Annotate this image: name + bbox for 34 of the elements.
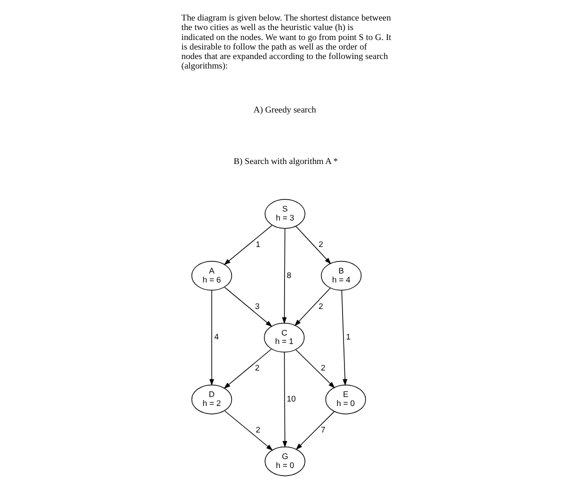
node-ellipse: C h = 1 — [263, 322, 304, 352]
node-ellipse: G h = 0 — [264, 446, 305, 476]
edge-label: 2 — [318, 240, 323, 249]
arrow — [295, 411, 334, 450]
edge-label: 2 — [320, 364, 325, 373]
label: A) Greedy search — [253, 104, 316, 115]
label: The diagram is given below. The shortest distance between the two cities as well as the heuristic value (h) is indicated on the nodes. We want to go from point S to G. It is desirable to follow the path as well as the order of nodes that are expanded according to the following search (algorithms): — [180, 12, 391, 71]
edge-label: 2 — [318, 302, 323, 311]
arrow — [294, 288, 330, 326]
arrow — [208, 290, 214, 386]
edge-label: 1 — [346, 332, 350, 342]
arrow — [224, 410, 272, 451]
edge-label: 2 — [255, 425, 260, 434]
node-ellipse: E h = 0 — [324, 384, 366, 414]
edge-label: 10 — [286, 394, 296, 404]
edge-label: 7 — [320, 425, 325, 434]
node-ellipse: D h = 2 — [190, 384, 232, 414]
arrow — [282, 228, 286, 324]
edge-label: 4 — [214, 332, 218, 342]
arrow — [223, 348, 272, 389]
edge-label: 2 — [254, 364, 260, 373]
node-ellipse: A h = 6 — [190, 260, 232, 291]
edge-label: 3 — [254, 302, 260, 311]
label: B) Search with algorithm A * — [233, 156, 338, 166]
node-ellipse: B h = 4 — [320, 260, 362, 291]
arrow — [340, 290, 347, 386]
arrow — [294, 226, 331, 264]
arrow — [294, 349, 334, 388]
edge-label: 8 — [286, 270, 291, 280]
arrow — [223, 225, 272, 266]
arrow — [224, 286, 272, 327]
arrow — [282, 352, 287, 448]
node-ellipse: S h = 3 — [264, 199, 305, 229]
edge-label: 1 — [255, 240, 260, 249]
